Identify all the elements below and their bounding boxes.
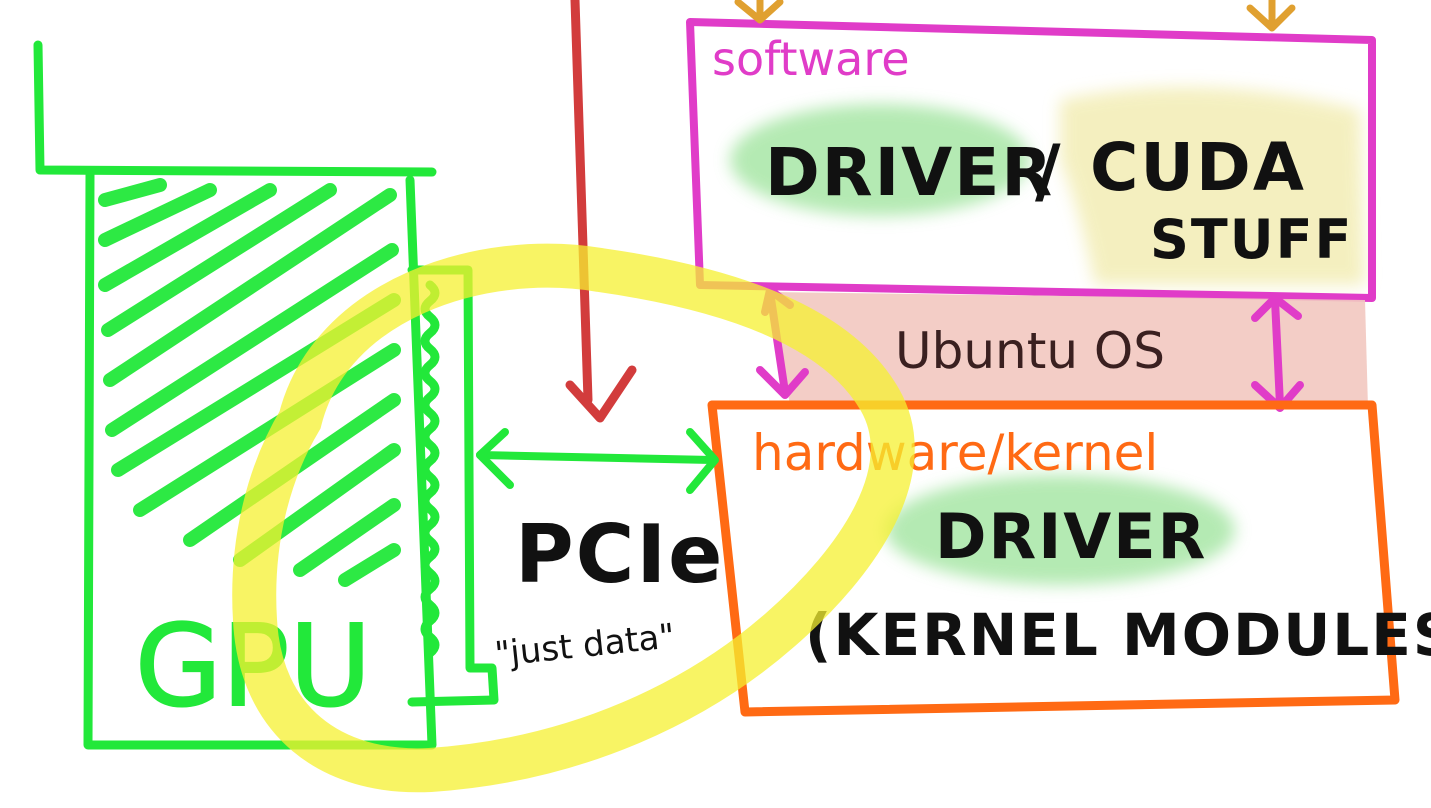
software-cuda: CUDA [1090, 129, 1306, 206]
pcie-label: PCIe [515, 508, 724, 601]
software-driver: DRIVER [765, 134, 1054, 211]
gpu-connector-pins [420, 280, 440, 658]
software-title: software [712, 32, 910, 86]
double-arrow-green-icon [476, 428, 719, 494]
arrow-down-orange-icon [734, 0, 1296, 32]
os-label: Ubuntu OS [895, 322, 1165, 380]
hardware-modules: (KERNEL MODULES) [805, 601, 1431, 669]
arrow-down-red-icon [565, 0, 637, 423]
software-slash: / [1035, 130, 1061, 212]
pcie-note: "just data" [493, 616, 677, 675]
software-stuff: STUFF [1150, 208, 1353, 271]
software-box [686, 18, 1376, 302]
hardware-title: hardware/kernel [752, 424, 1158, 482]
cuda-highlight-yellow [1060, 87, 1365, 285]
highlight-circle-icon [232, 243, 915, 793]
hw-driver-highlight-green [885, 475, 1235, 585]
hardware-box [707, 400, 1400, 717]
gpu-body-outline [83, 170, 437, 750]
os-band [770, 292, 1368, 408]
gpu-bracket [33, 40, 437, 177]
hardware-driver: DRIVER [935, 500, 1207, 573]
driver-highlight-green [730, 104, 1030, 216]
